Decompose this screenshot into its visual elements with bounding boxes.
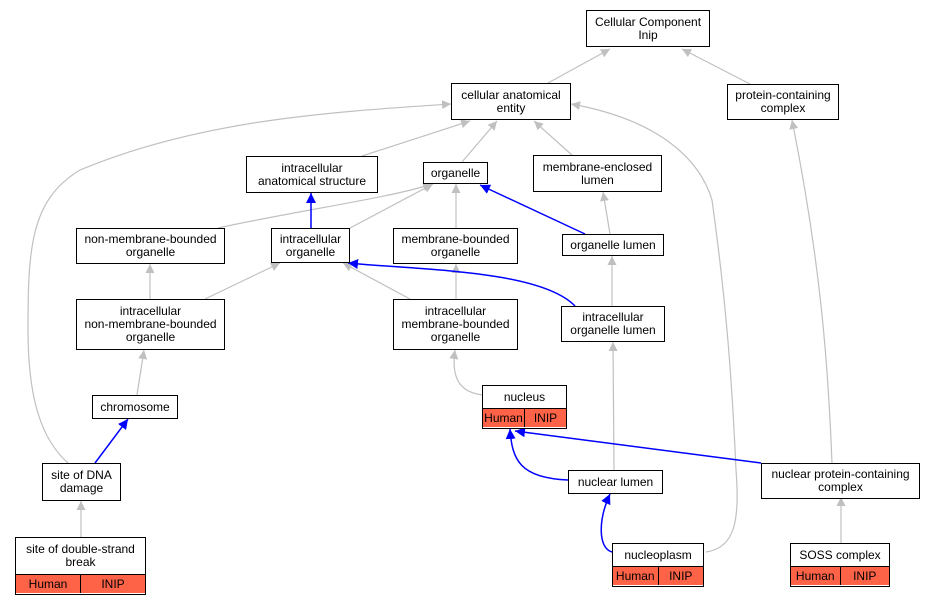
edge-nl-to-nucleus-blue xyxy=(505,428,569,481)
node-label: SOSS complex xyxy=(799,547,881,562)
node-cellular-anatomical-entity[interactable]: cellular anatomical entity xyxy=(451,83,571,120)
edge-sdd-to-cae xyxy=(27,100,452,464)
edge-imbo-to-io xyxy=(342,262,411,300)
node-label: nuclear lumen xyxy=(577,474,654,489)
node-label: organelle lumen xyxy=(570,237,656,252)
inip-tag: INIP xyxy=(839,567,890,585)
node-label: chromosome xyxy=(100,399,170,414)
node-chromosome[interactable]: chromosome xyxy=(92,395,178,419)
node-label: cellular anatomical entity xyxy=(461,87,561,115)
node-membrane-bounded-organelle[interactable]: membrane-bounded organelle xyxy=(393,228,518,264)
edge-np-to-cae xyxy=(570,101,738,553)
annotation-tag-row: Human INIP xyxy=(483,408,566,427)
node-label: intracellular non-membrane-bounded organ… xyxy=(84,304,217,344)
human-tag: Human xyxy=(615,569,655,583)
inip-tag: INIP xyxy=(80,575,145,593)
edge-nucleus-to-imbo xyxy=(449,349,484,396)
node-nucleoplasm[interactable]: nucleoplasm Human INIP xyxy=(612,543,704,587)
node-nucleus[interactable]: nucleus Human INIP xyxy=(482,385,567,429)
annotation-tag-row: Human INIP xyxy=(613,566,703,585)
annotation-tag-row: Human INIP xyxy=(16,574,145,593)
node-label: intracellular membrane-bounded organelle xyxy=(401,304,510,344)
node-label: nucleoplasm xyxy=(624,547,692,562)
edge-organelle-to-cae xyxy=(461,120,498,163)
human-tag: Human xyxy=(484,411,523,425)
node-intracellular-organelle[interactable]: intracellular organelle xyxy=(271,228,350,263)
edge-nmbo-to-organelle xyxy=(217,182,433,229)
edge-np-to-nl-blue xyxy=(600,493,613,553)
node-label: organelle xyxy=(430,165,481,180)
node-non-membrane-bounded-organelle[interactable]: non-membrane-bounded organelle xyxy=(76,228,225,264)
edge-ol-to-organelle-blue xyxy=(479,184,586,235)
node-label: non-membrane-bounded organelle xyxy=(84,232,217,259)
inip-tag: INIP xyxy=(657,567,704,585)
node-label: Cellular Component Inip xyxy=(594,14,702,42)
edge-cae-to-ccinip xyxy=(547,48,611,84)
edge-npcc-to-pcc xyxy=(789,119,833,464)
human-tag: Human xyxy=(795,569,835,583)
edge-chromosome-to-inmbo xyxy=(136,349,148,396)
edge-inmbo-to-io xyxy=(204,262,281,300)
node-label: nuclear protein-containing complex xyxy=(771,467,910,494)
edge-iol-to-io-blue xyxy=(347,258,576,307)
node-soss-complex[interactable]: SOSS complex Human INIP xyxy=(790,543,890,587)
edge-sdd-to-chromosome-blue xyxy=(94,418,129,464)
node-cellular-component-inip[interactable]: Cellular Component Inip xyxy=(586,10,710,47)
node-label: nucleus xyxy=(503,389,546,404)
node-site-of-double-strand-break[interactable]: site of double-strand break Human INIP xyxy=(15,537,146,595)
node-membrane-enclosed-lumen[interactable]: membrane-enclosed lumen xyxy=(533,155,662,192)
node-nuclear-protein-containing-complex[interactable]: nuclear protein-containing complex xyxy=(761,463,920,499)
node-organelle[interactable]: organelle xyxy=(423,162,488,184)
node-nuclear-lumen[interactable]: nuclear lumen xyxy=(568,470,663,494)
node-label: intracellular anatomical structure xyxy=(257,160,367,188)
node-label: protein-containing complex xyxy=(735,88,831,115)
human-tag: Human xyxy=(28,577,68,591)
edge-nl-to-iol xyxy=(608,341,618,471)
node-site-of-dna-damage[interactable]: site of DNA damage xyxy=(42,463,121,501)
node-label: membrane-enclosed lumen xyxy=(542,159,653,187)
node-intracellular-anatomical-structure[interactable]: intracellular anatomical structure xyxy=(246,156,378,193)
edge-pcc-to-ccinip xyxy=(681,48,751,85)
node-label: membrane-bounded organelle xyxy=(401,232,510,259)
node-organelle-lumen[interactable]: organelle lumen xyxy=(562,234,664,256)
node-intracellular-organelle-lumen[interactable]: intracellular organelle lumen xyxy=(561,306,665,342)
edge-npcc-to-nucleus-blue xyxy=(514,427,762,464)
node-intracellular-membrane-bounded-organelle[interactable]: intracellular membrane-bounded organelle xyxy=(393,299,518,350)
node-label: intracellular organelle lumen xyxy=(570,310,656,337)
node-protein-containing-complex[interactable]: protein-containing complex xyxy=(727,84,839,120)
node-label: site of double-strand break xyxy=(26,542,135,569)
node-label: intracellular organelle xyxy=(279,231,342,259)
edge-ias-to-cae xyxy=(361,119,471,157)
edge-mel-to-cae xyxy=(533,120,574,157)
edge-ol-to-mel xyxy=(600,191,611,235)
node-label: site of DNA damage xyxy=(51,468,112,495)
edge-io-to-organelle xyxy=(349,183,434,229)
inip-tag: INIP xyxy=(524,409,566,427)
annotation-tag-row: Human INIP xyxy=(791,566,889,585)
node-intracellular-non-membrane-bounded-organelle[interactable]: intracellular non-membrane-bounded organ… xyxy=(76,299,225,350)
